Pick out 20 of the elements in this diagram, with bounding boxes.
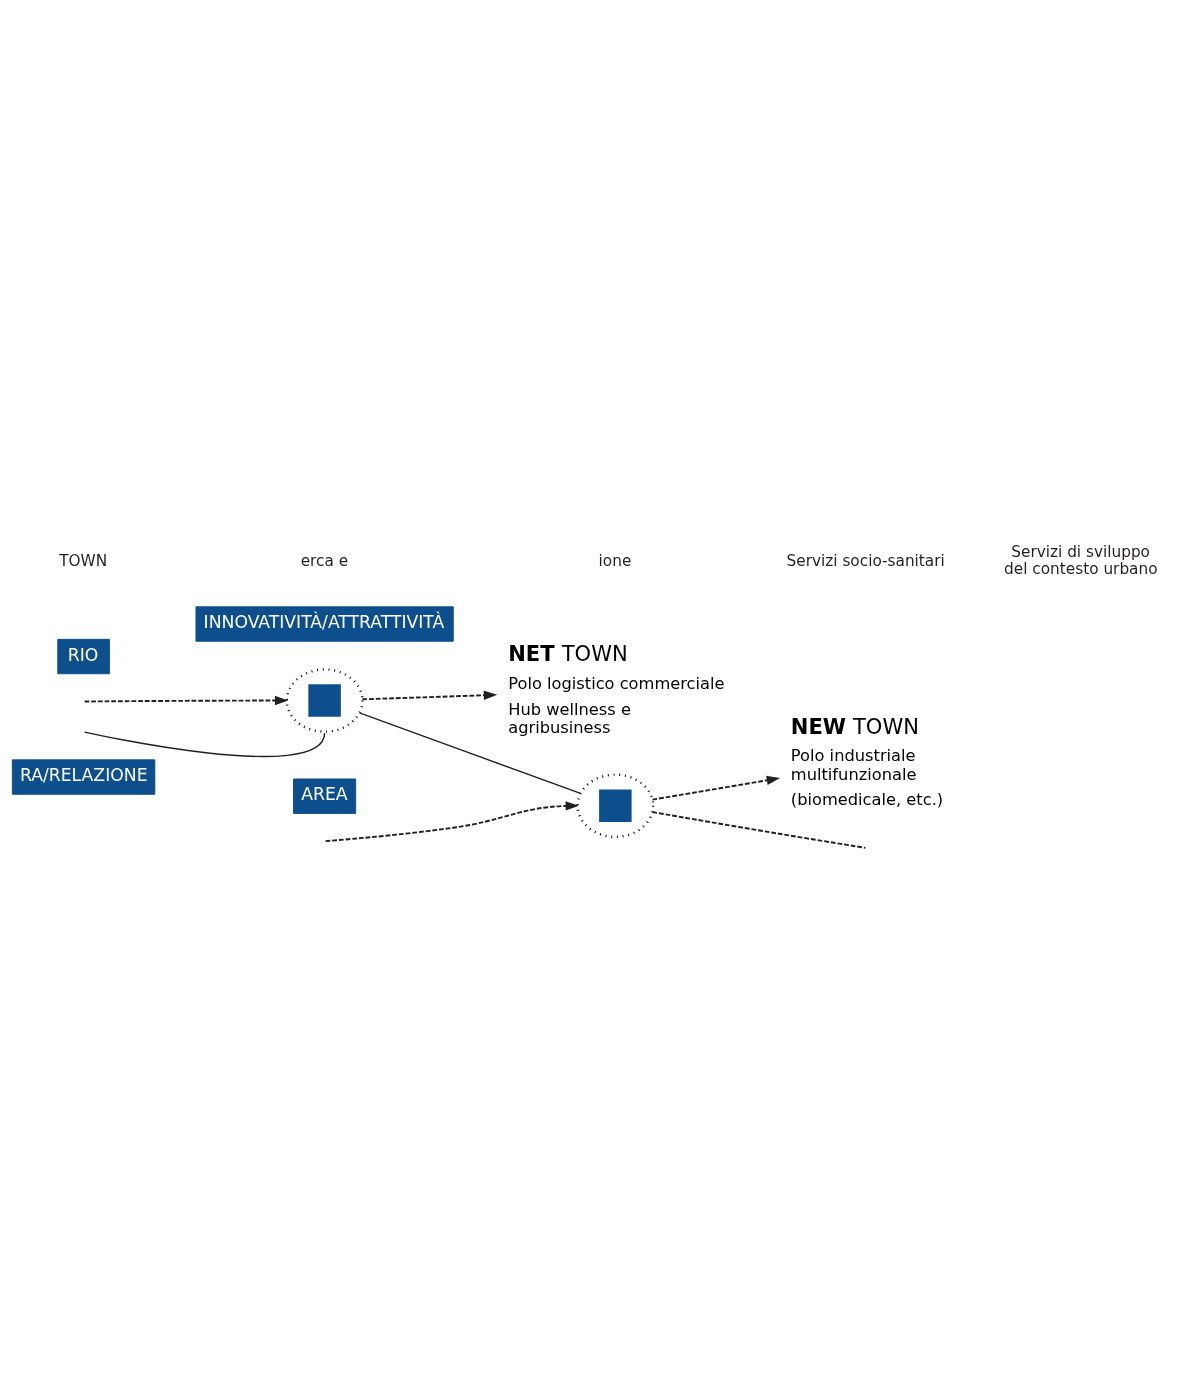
connector <box>83 730 326 757</box>
node-box <box>576 772 655 838</box>
node-box: RA/RELAZIONE <box>11 758 156 795</box>
label: Servizi di sviluppo del contesto urbano <box>1004 542 1158 578</box>
node-text: NEW TOWN Polo industriale multifunzionale (biomedicale, etc.) <box>790 713 944 809</box>
label: ione <box>598 551 632 569</box>
arrow <box>361 690 498 700</box>
node-box: RIO <box>57 638 110 674</box>
node-text: NET TOWN Polo logistico commerciale Hub wellness e agribusiness <box>508 640 725 737</box>
arrow <box>324 800 579 842</box>
arrow <box>651 775 781 801</box>
label: erca e <box>300 551 349 569</box>
connector <box>651 810 867 849</box>
label: Servizi socio-sanitari <box>786 551 945 569</box>
connector <box>358 711 582 794</box>
node-box: AREA <box>293 778 357 814</box>
node-box <box>285 667 364 733</box>
arrow <box>83 695 289 705</box>
label: TOWN <box>59 551 108 569</box>
node-box: INNOVATIVITÀ/ATTRATTIVITÀ <box>195 605 454 642</box>
